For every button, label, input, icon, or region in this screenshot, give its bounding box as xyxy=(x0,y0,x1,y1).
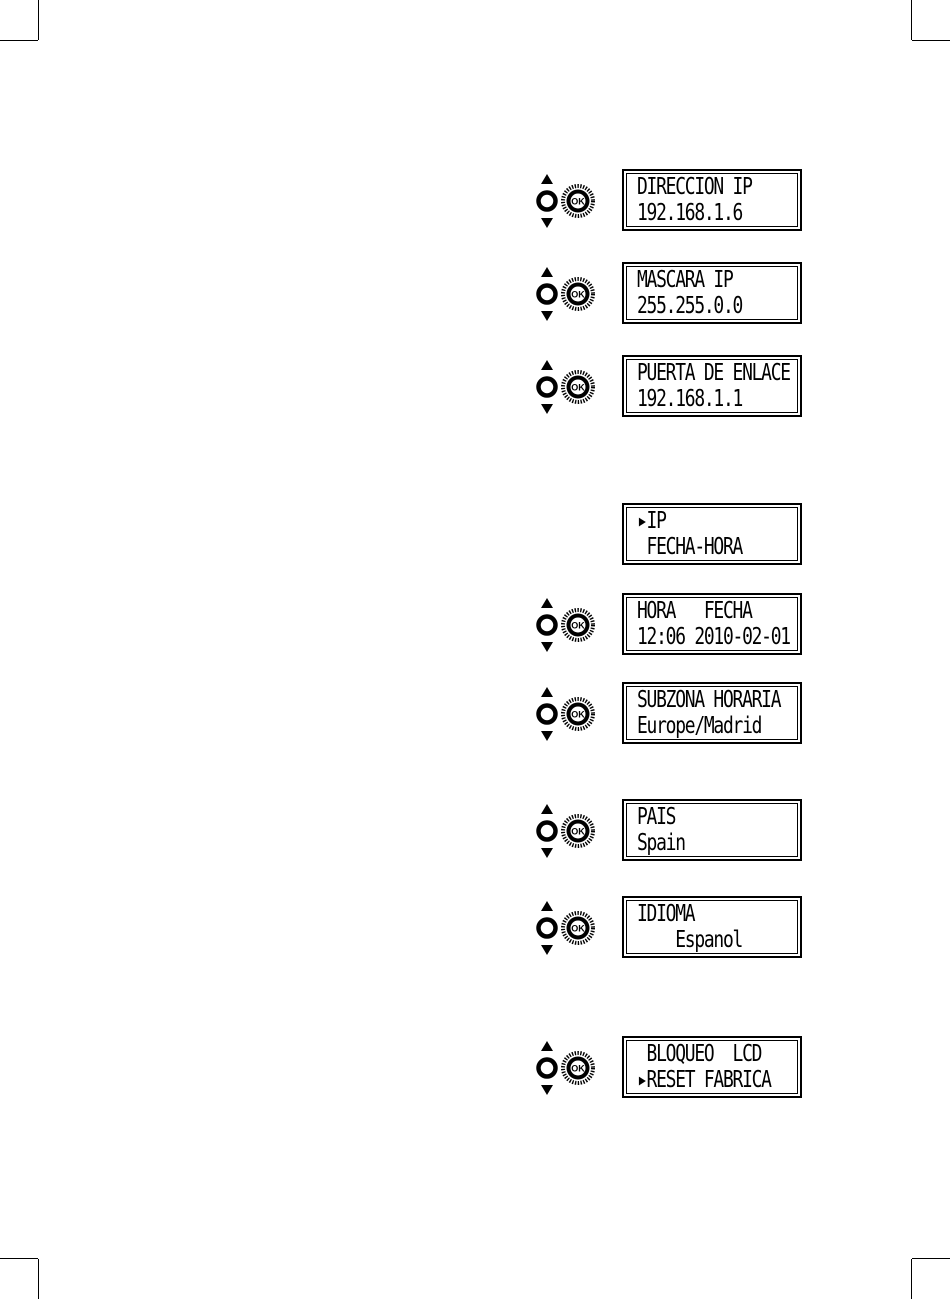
crop-mark xyxy=(912,40,950,41)
crop-mark xyxy=(912,1258,950,1259)
crop-mark xyxy=(0,1258,38,1259)
lcd-screen: HORA FECHA 12:06 2010-02-01 xyxy=(622,593,802,655)
lcd-line-1: PAIS xyxy=(637,804,761,831)
menu-step: OK SUBZONA HORARIA Europe/Madrid xyxy=(0,682,950,746)
lcd-line-1: PUERTA DE ENLACE xyxy=(637,360,761,387)
menu-step: OK PAIS Spain xyxy=(0,799,950,863)
menu-step: OK HORA FECHA 12:06 2010-02-01 xyxy=(0,593,950,657)
menu-step: OK PUERTA DE ENLACE 192.168.1.1 xyxy=(0,355,950,419)
navigation-controls: OK xyxy=(532,593,602,657)
navigation-controls: OK xyxy=(532,355,602,419)
menu-step: OK IDIOMA Espanol xyxy=(0,896,950,960)
navigation-controls: OK xyxy=(532,799,602,863)
menu-step: OK MASCARA IP 255.255.0.0 xyxy=(0,262,950,326)
lcd-line-2: 12:06 2010-02-01 xyxy=(637,624,761,651)
navigation-controls: OK xyxy=(532,262,602,326)
ok-button-icon[interactable]: OK xyxy=(532,1036,602,1100)
lcd-line-2: FECHA-HORA xyxy=(637,534,761,561)
lcd-screen: IDIOMA Espanol xyxy=(622,896,802,958)
svg-text:OK: OK xyxy=(571,197,585,207)
crop-mark xyxy=(0,40,38,41)
menu-step: OK BLOQUEO LCD ▸RESET FABRICA xyxy=(0,1036,950,1100)
lcd-line-2: 192.168.1.6 xyxy=(637,200,761,227)
lcd-line-2: 192.168.1.1 xyxy=(637,386,761,413)
lcd-screen: ▸IP FECHA-HORA xyxy=(622,503,802,565)
lcd-line-2: Europe/Madrid xyxy=(637,713,761,740)
navigation-controls: OK xyxy=(532,169,602,233)
lcd-screen: MASCARA IP 255.255.0.0 xyxy=(622,262,802,324)
lcd-line-2: ▸RESET FABRICA xyxy=(637,1067,761,1094)
navigation-controls: OK xyxy=(532,896,602,960)
svg-text:OK: OK xyxy=(571,827,585,837)
ok-button-icon[interactable]: OK xyxy=(532,355,602,419)
lcd-line-2: Spain xyxy=(637,830,761,857)
lcd-line-1: SUBZONA HORARIA xyxy=(637,687,761,714)
menu-step: OK DIRECCION IP 192.168.1.6 xyxy=(0,169,950,233)
svg-text:OK: OK xyxy=(571,924,585,934)
svg-text:OK: OK xyxy=(571,710,585,720)
lcd-screen: DIRECCION IP 192.168.1.6 xyxy=(622,169,802,231)
ok-button-icon[interactable]: OK xyxy=(532,799,602,863)
lcd-line-2: 255.255.0.0 xyxy=(637,293,761,320)
ok-button-icon[interactable]: OK xyxy=(532,896,602,960)
crop-mark xyxy=(38,0,39,40)
lcd-line-1: IDIOMA xyxy=(637,901,761,928)
lcd-line-1: DIRECCION IP xyxy=(637,174,761,201)
ok-button-icon[interactable]: OK xyxy=(532,262,602,326)
lcd-screen: PAIS Spain xyxy=(622,799,802,861)
navigation-controls: OK xyxy=(532,682,602,746)
crop-mark xyxy=(911,0,912,40)
lcd-screen: PUERTA DE ENLACE 192.168.1.1 xyxy=(622,355,802,417)
navigation-controls: OK xyxy=(532,1036,602,1100)
crop-mark xyxy=(38,1259,39,1299)
ok-button-icon[interactable]: OK xyxy=(532,169,602,233)
svg-text:OK: OK xyxy=(571,1064,585,1074)
lcd-line-1: MASCARA IP xyxy=(637,267,761,294)
lcd-line-2: Espanol xyxy=(637,927,761,954)
svg-text:OK: OK xyxy=(571,383,585,393)
ok-button-icon[interactable]: OK xyxy=(532,682,602,746)
lcd-screen: SUBZONA HORARIA Europe/Madrid xyxy=(622,682,802,744)
lcd-screen: BLOQUEO LCD ▸RESET FABRICA xyxy=(622,1036,802,1098)
svg-text:OK: OK xyxy=(571,290,585,300)
menu-step: ▸IP FECHA-HORA xyxy=(0,503,950,567)
svg-text:OK: OK xyxy=(571,621,585,631)
lcd-line-1: HORA FECHA xyxy=(637,598,761,625)
lcd-line-1: ▸IP xyxy=(637,508,761,535)
crop-mark xyxy=(911,1259,912,1299)
lcd-line-1: BLOQUEO LCD xyxy=(637,1041,761,1068)
ok-button-icon[interactable]: OK xyxy=(532,593,602,657)
